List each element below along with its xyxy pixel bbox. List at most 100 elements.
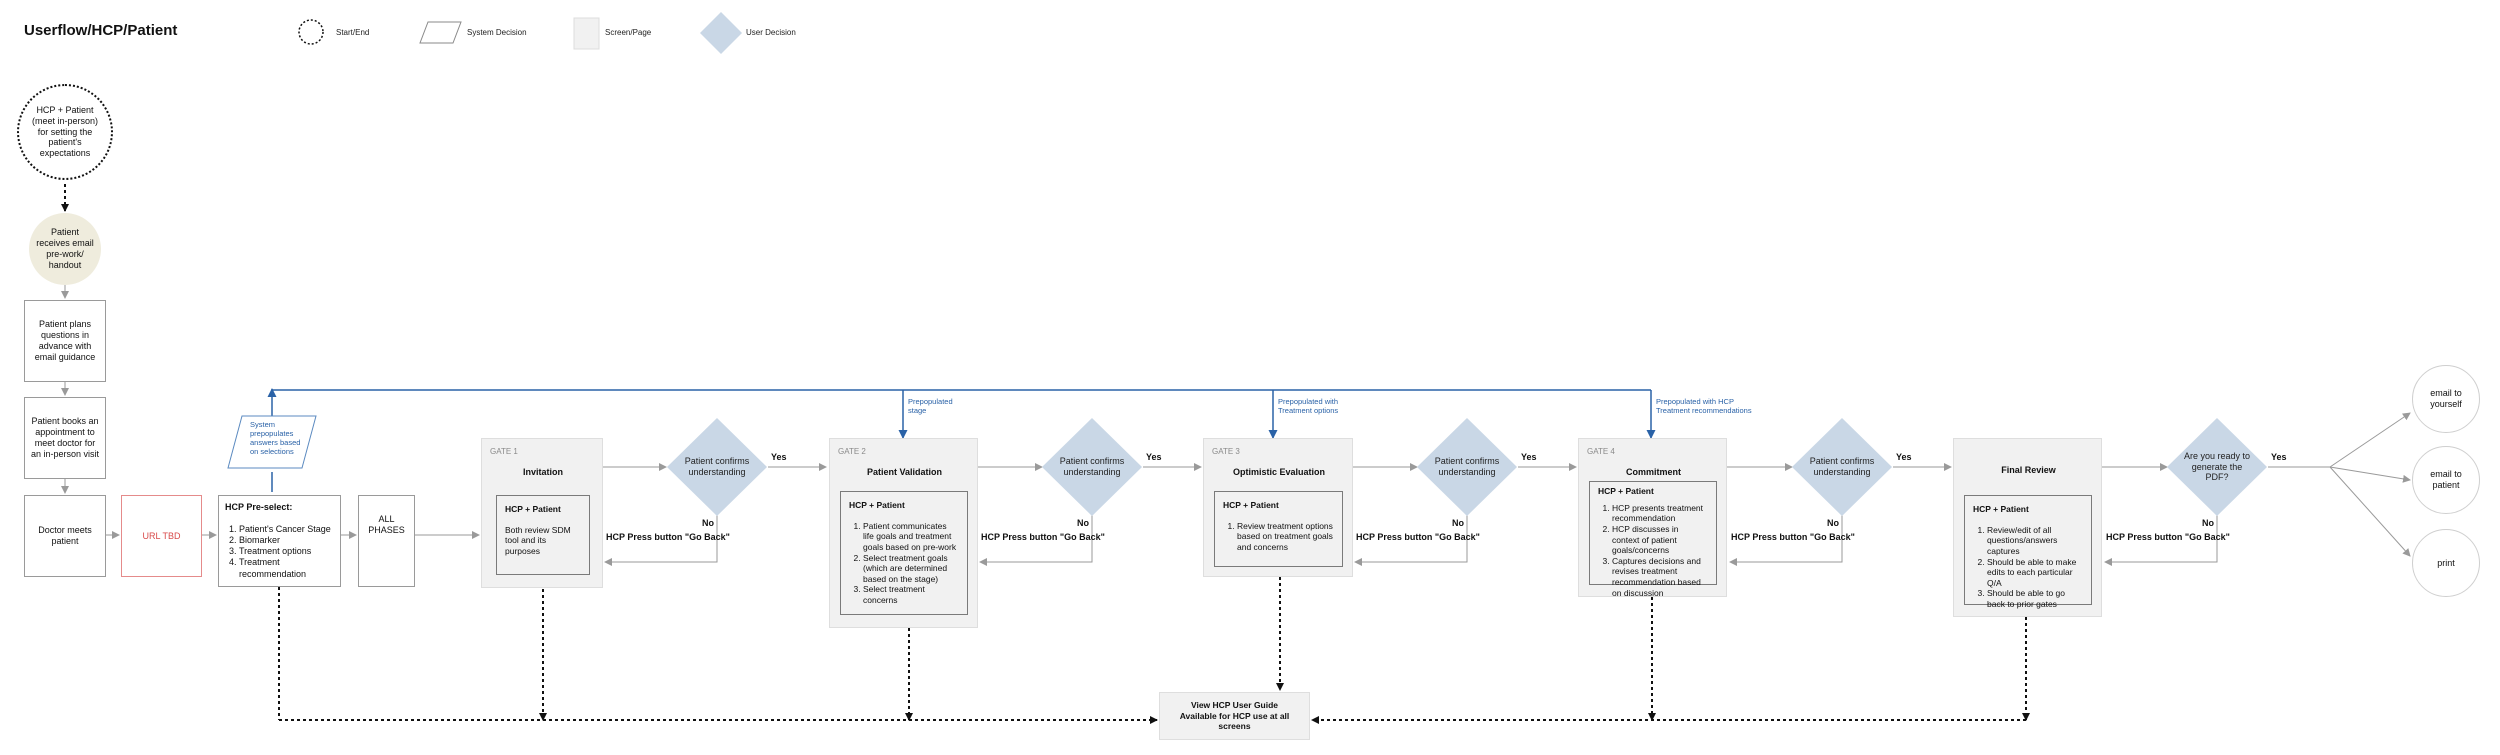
gate-4-screen[interactable]: GATE 4 Commitment HCP + Patient HCP pres…: [1578, 438, 1727, 598]
books-text: Patient books an appointment to meet doc…: [30, 415, 100, 460]
decision1-no-arrow: [604, 515, 718, 566]
decision-5-diamond[interactable]: [2167, 418, 2267, 516]
legend-user-decision-label: User Decision: [746, 28, 796, 37]
gate-3-content: HCP + Patient Review treatment options b…: [1214, 491, 1343, 567]
decision3-no-arrow: [1354, 515, 1468, 566]
all-phases-screen[interactable]: ALL PHASES: [358, 495, 415, 587]
gate-1-title: Invitation: [523, 467, 563, 477]
gate-3-title: Optimistic Evaluation: [1232, 467, 1326, 477]
system-prepopulates-label: System prepopulates answers based on sel…: [250, 420, 301, 456]
legend-system-decision-shape: [419, 21, 462, 44]
gate-4-item: HCP discusses in context of patient goal…: [1612, 524, 1708, 556]
plans-text: Patient plans questions in advance with …: [34, 318, 96, 363]
final-review-item: Should be able to go back to prior gates: [1987, 588, 2083, 609]
gate-4-item: HCP presents treatment recommendation: [1612, 503, 1708, 524]
gate-4-label: GATE 4: [1587, 447, 1615, 456]
decision-3-yes: Yes: [1521, 452, 1537, 462]
prepop-gate2-note: Prepopulated stage: [908, 397, 953, 415]
email-patient-node[interactable]: email to patient: [2412, 446, 2480, 514]
preselect-screen[interactable]: HCP Pre-select: Patient's Cancer Stage B…: [218, 495, 341, 587]
decision4-no-arrow: [1729, 515, 1843, 566]
prepop-gate4-note: Prepopulated with HCP Treatment recommen…: [1656, 397, 1752, 415]
final-review-item: Should be able to make edits to each par…: [1987, 557, 2083, 589]
decision5-no-arrow: [2104, 515, 2218, 566]
gate-4-title: Commitment: [1625, 467, 1681, 477]
gate-3-label: GATE 3: [1212, 447, 1240, 456]
receives-text: Patient receives email pre-work/ handout: [36, 227, 94, 270]
plans-node: Patient plans questions in advance with …: [24, 300, 106, 382]
decision-5-text: Are you ready to generate the PDF?: [2183, 450, 2251, 483]
preselect-content: HCP Pre-select: Patient's Cancer Stage B…: [225, 502, 334, 580]
gate-4-item: Captures decisions and revises treatment…: [1612, 556, 1708, 599]
gate-1-actor: HCP + Patient: [505, 504, 561, 514]
print-text: print: [2437, 557, 2455, 568]
gate-2-actor: HCP + Patient: [849, 500, 905, 510]
decision-2-no: No: [1077, 518, 1089, 528]
decision-4-text: Patient confirms understanding: [1809, 456, 1875, 477]
start-node: HCP + Patient (meet in-person) for setti…: [17, 84, 113, 180]
preselect-title: HCP Pre-select:: [225, 502, 293, 513]
gate-2-title: Patient Validation: [866, 467, 942, 477]
books-node: Patient books an appointment to meet doc…: [24, 397, 106, 479]
decision-2-diamond[interactable]: [1042, 418, 1142, 516]
decision-4-diamond[interactable]: [1792, 418, 1892, 516]
prepop-gate3-note: Prepopulated with Treatment options: [1278, 397, 1339, 415]
final-review-screen[interactable]: Final Review HCP + Patient Review/edit o…: [1953, 438, 2102, 617]
decision-4-no: No: [1827, 518, 1839, 528]
meets-node: Doctor meets patient: [24, 495, 106, 577]
preselect-item: Patient's Cancer Stage: [239, 524, 334, 535]
gate-1-screen[interactable]: GATE 1 Invitation HCP + Patient Both rev…: [481, 438, 603, 588]
decision-4-yes: Yes: [1896, 452, 1912, 462]
email-yourself-node[interactable]: email to yourself: [2412, 365, 2480, 433]
legend-screen-page-shape: [573, 17, 600, 50]
legend-user-decision-shape: [700, 12, 742, 54]
decision-1-yes: Yes: [771, 452, 787, 462]
decision-1-go-back: HCP Press button "Go Back": [606, 532, 730, 542]
gate-3-screen[interactable]: GATE 3 Optimistic Evaluation HCP + Patie…: [1203, 438, 1353, 577]
gate-3-actor: HCP + Patient: [1223, 500, 1279, 510]
decision-5-no: No: [2202, 518, 2214, 528]
gate-4-content: HCP + Patient HCP presents treatment rec…: [1589, 481, 1717, 598]
gate-2-content: HCP + Patient Patient communicates life …: [840, 491, 968, 615]
hcp-user-guide-box[interactable]: View HCP User Guide Available for HCP us…: [1159, 692, 1310, 740]
decision-5-go-back: HCP Press button "Go Back": [2106, 532, 2230, 542]
gate-1-label: GATE 1: [490, 447, 518, 456]
final-review-content: HCP + Patient Review/edit of all questio…: [1964, 495, 2092, 609]
gate-2-item: Select treatment concerns: [863, 584, 959, 605]
start-text: HCP + Patient (meet in-person) for setti…: [31, 105, 99, 159]
decision-3-text: Patient confirms understanding: [1434, 456, 1500, 477]
final-review-title: Final Review: [2001, 465, 2056, 475]
preselect-item: Treatment recommendation: [239, 557, 334, 580]
decision-3-no: No: [1452, 518, 1464, 528]
gate-2-label: GATE 2: [838, 447, 866, 456]
system-prepopulates-shape: [227, 415, 317, 469]
gate-2-item: Select treatment goals (which are determ…: [863, 553, 959, 585]
url-tbd-box[interactable]: URL TBD: [121, 495, 202, 577]
to-print-arrow: [2329, 466, 2411, 557]
email-patient-text: email to patient: [2430, 469, 2462, 490]
decision-2-yes: Yes: [1146, 452, 1162, 462]
to-email-patient-arrow: [2329, 466, 2411, 483]
meets-text: Doctor meets patient: [38, 524, 92, 546]
gate-2-list: Patient communicates life goals and trea…: [849, 521, 959, 606]
legend-screen-page-label: Screen/Page: [605, 28, 652, 37]
gate-2-item: Patient communicates life goals and trea…: [863, 521, 959, 553]
decision-2-text: Patient confirms understanding: [1059, 456, 1125, 477]
legend-system-decision-label: System Decision: [467, 28, 527, 37]
gate-2-screen[interactable]: GATE 2 Patient Validation HCP + Patient …: [829, 438, 978, 628]
email-yourself-text: email to yourself: [2430, 388, 2462, 409]
final-review-item: Review/edit of all questions/answers cap…: [1987, 525, 2083, 557]
gate-4-actor: HCP + Patient: [1598, 486, 1654, 496]
print-node[interactable]: print: [2412, 529, 2480, 597]
decision2-no-arrow: [979, 515, 1093, 566]
decision-5-yes: Yes: [2271, 452, 2287, 462]
page-title: Userflow/HCP/Patient: [24, 22, 178, 39]
final-review-actor: HCP + Patient: [1973, 504, 2029, 514]
preselect-item: Biomarker: [239, 535, 334, 546]
legend-start-end-label: Start/End: [336, 28, 370, 37]
decision-1-diamond[interactable]: [667, 418, 767, 516]
gate-4-list: HCP presents treatment recommendation HC…: [1598, 503, 1708, 599]
decision-3-diamond[interactable]: [1417, 418, 1517, 516]
receives-node: Patient receives email pre-work/ handout: [29, 213, 101, 285]
